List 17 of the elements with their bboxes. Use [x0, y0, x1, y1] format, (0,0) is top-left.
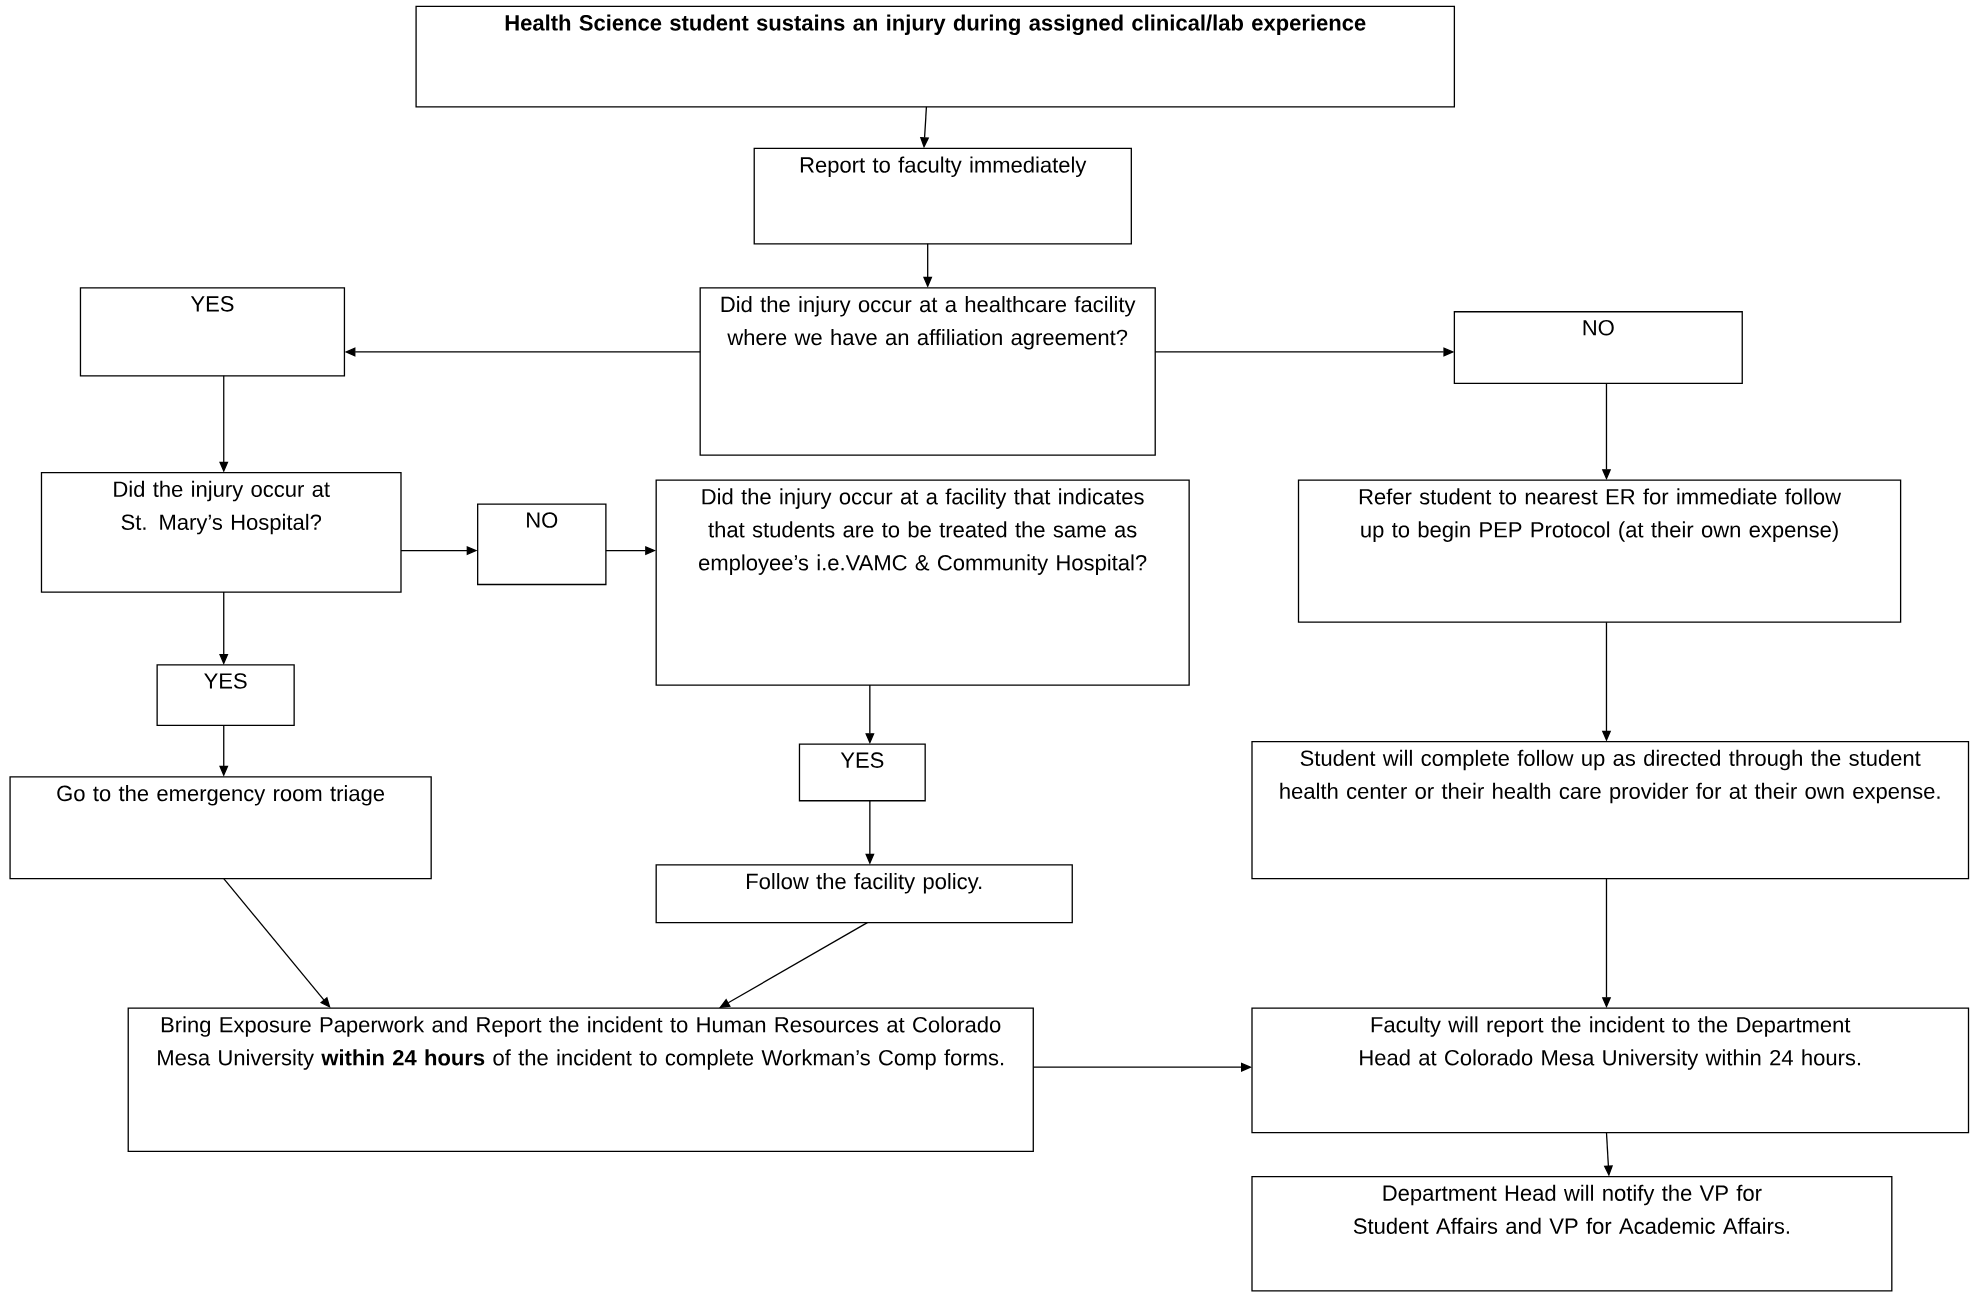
process-box: NO [1453, 311, 1743, 385]
process-box: Did the injury occur at a facility that indicates that students are to be treated the same as employee’s i.e.VAMC & Community Hospital? [655, 479, 1190, 686]
process-box: Did the injury occur at St. Mary’s Hospital? [40, 472, 402, 593]
title-box: Health Science student sustains an injury during assigned clinical/lab experience [415, 5, 1456, 108]
process-box: Bring Exposure Paperwork and Report the incident to Human Resources at Colorado Mesa University within 24 hours of the incident to complete Workman’s Comp forms. [127, 1007, 1034, 1153]
process-box: Did the injury occur at a healthcare facility where we have an affiliation agreement? [699, 287, 1156, 456]
process-box: Follow the facility policy. [655, 864, 1073, 924]
process-box: YES [798, 743, 926, 802]
process-box: Faculty will report the incident to the Department Head at Colorado Mesa University within 24 hours. [1251, 1007, 1970, 1134]
process-box: Department Head will notify the VP for Student Affairs and VP for Academic Affairs. [1251, 1175, 1893, 1292]
process-box: Report to faculty immediately [753, 147, 1132, 245]
process-box: YES [79, 287, 346, 377]
process-box: YES [156, 664, 295, 726]
process-box: Go to the emergency room triage [9, 776, 432, 880]
process-box: NO [477, 503, 607, 586]
process-box: Student will complete follow up as directed through the student health center or their health care provider for at their own expense. [1251, 741, 1970, 880]
process-box: Refer student to nearest ER for immediate follow up to begin PEP Protocol (at their own expense) [1297, 479, 1902, 623]
